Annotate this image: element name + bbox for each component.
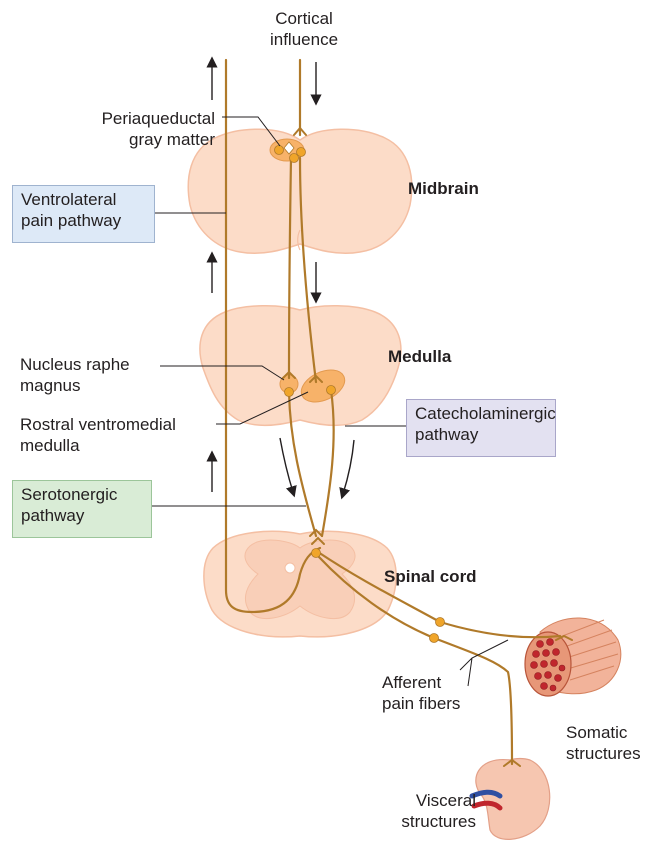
ventrolateral-pathway-box: Ventrolateral pain pathway bbox=[12, 185, 155, 243]
somatic-structures-label: Somatic structures bbox=[566, 722, 641, 764]
catecholaminergic-pathway-box: Catecholaminergic pathway bbox=[406, 399, 556, 457]
rostral-ventromedial-label: Rostral ventromedial medulla bbox=[20, 414, 176, 456]
medulla-section bbox=[200, 306, 401, 426]
central-canal bbox=[285, 563, 295, 573]
midbrain-label: Midbrain bbox=[408, 178, 479, 199]
serotonergic-pathway-box: Serotonergic pathway bbox=[12, 480, 152, 538]
nucleus-raphe-label: Nucleus raphe magnus bbox=[20, 354, 130, 396]
afferent-pain-fibers-label: Afferent pain fibers bbox=[382, 672, 460, 714]
periaqueductal-label: Periaqueductal gray matter bbox=[60, 108, 215, 150]
kidney-shape bbox=[476, 759, 550, 840]
spinal-cord-section bbox=[204, 531, 396, 637]
visceral-kidney bbox=[472, 759, 550, 840]
visceral-structures-label: Visceral structures bbox=[360, 790, 476, 832]
arrow-curve-left bbox=[280, 438, 293, 492]
cortical-influence-label: Cortical influence bbox=[254, 8, 354, 50]
medulla-label: Medulla bbox=[388, 346, 451, 367]
medulla-shape bbox=[200, 306, 401, 426]
spinal-cord-label: Spinal cord bbox=[384, 566, 477, 587]
somatic-muscle bbox=[525, 618, 621, 696]
leader-afferent bbox=[460, 640, 508, 686]
arrow-curve-right bbox=[343, 440, 354, 494]
